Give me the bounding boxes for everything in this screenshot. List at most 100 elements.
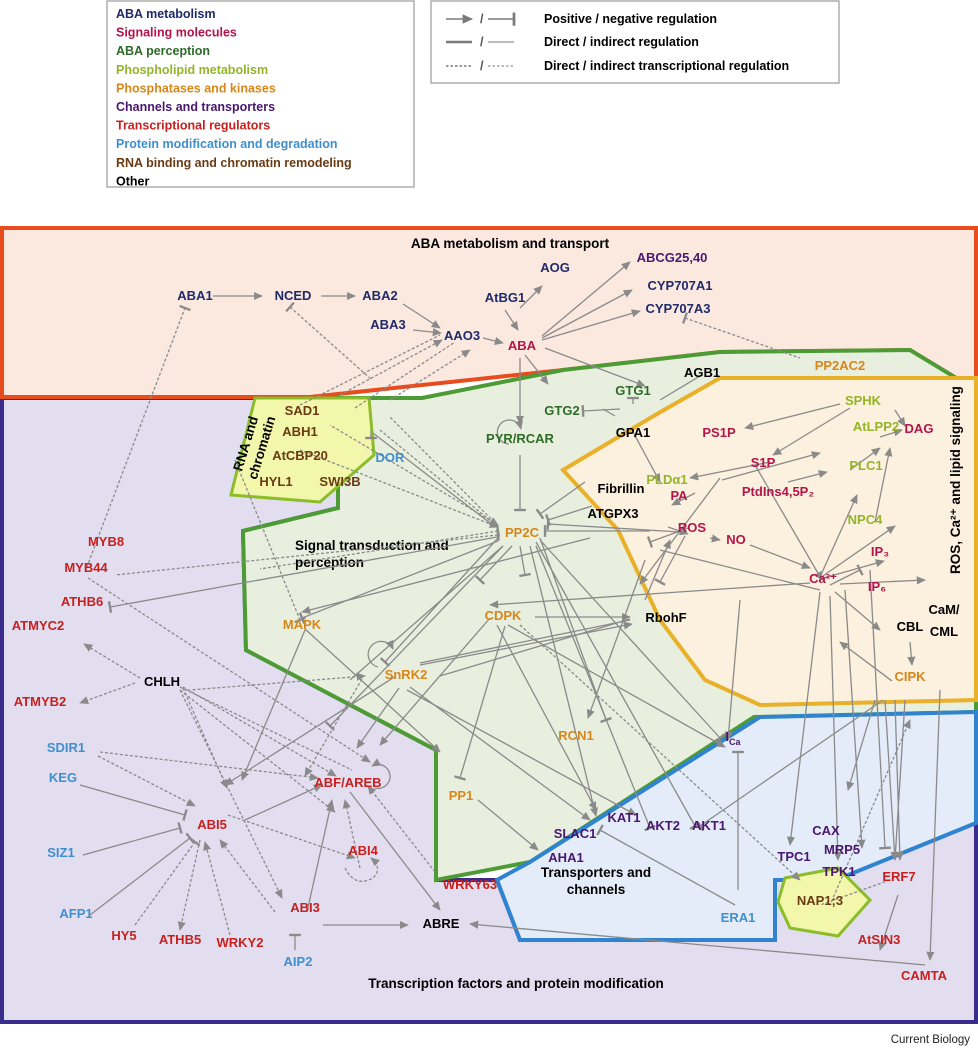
node-pp2c: PP2C [505, 525, 540, 540]
node-atlpp2: AtLPP2 [853, 419, 899, 434]
node-plda1: PLDα1 [646, 472, 687, 487]
node-gpa1: GPA1 [616, 425, 650, 440]
region-rna [229, 396, 376, 504]
node-abi3: ABI3 [290, 900, 320, 915]
node-hyl1: HYL1 [259, 474, 292, 489]
node-snrk2: SnRK2 [385, 667, 428, 682]
legend-item-channels: Channels and transporters [116, 100, 275, 114]
node-afp1: AFP1 [59, 906, 92, 921]
node-aba1: ABA1 [177, 288, 212, 303]
node-aba: ABA [508, 338, 537, 353]
node-npc4: NPC4 [848, 512, 883, 527]
node-atmyc2: ATMYC2 [12, 618, 64, 633]
node-cyp707a3: CYP707A3 [645, 301, 710, 316]
node-pp2ac2: PP2AC2 [815, 358, 866, 373]
node-camta: CAMTA [901, 968, 948, 983]
node-myb44: MYB44 [64, 560, 108, 575]
node-tpc1: TPC1 [777, 849, 810, 864]
node-atsin3: AtSIN3 [858, 932, 901, 947]
node-gtg2: GTG2 [544, 403, 579, 418]
legend-item-protein: Protein modification and degradation [116, 137, 338, 151]
node-abi4: ABI4 [348, 843, 378, 858]
node-gtg1: GTG1 [615, 383, 650, 398]
node-nced: NCED [275, 288, 312, 303]
node-ca: Ca²⁺ [809, 571, 837, 586]
node-no: NO [726, 532, 746, 547]
legend-line-separator: / [480, 59, 484, 73]
node-myb8: MYB8 [88, 534, 124, 549]
node-cax: CAX [812, 823, 840, 838]
node-athb6: ATHB6 [61, 594, 103, 609]
node-akt1: AKT1 [692, 818, 726, 833]
journal-credit: Current Biology [891, 1034, 971, 1046]
region-nap [776, 866, 873, 938]
region-label-signal-2: perception [295, 555, 364, 570]
legend-line-separator: / [480, 12, 484, 26]
node-nap13: NAP1;3 [797, 893, 843, 908]
node-slac1: SLAC1 [554, 826, 597, 841]
legend-item-transcription: Transcriptional regulators [116, 119, 270, 133]
legend-item-other: Other [116, 174, 149, 188]
legend-item-rna: RNA binding and chromatin remodeling [116, 156, 352, 170]
node-swi3b: SWI3B [319, 474, 360, 489]
region-label-transcription: Transcription factors and protein modifi… [368, 976, 664, 991]
node-cml: CML [930, 624, 958, 639]
node-sad1: SAD1 [285, 403, 320, 418]
node-abcg25: ABCG25,40 [637, 250, 708, 265]
node-aog: AOG [540, 260, 570, 275]
line-type-legend: / Positive / negative regulation / Direct /… [430, 0, 840, 84]
node-siz1: SIZ1 [47, 845, 74, 860]
node-aba3: ABA3 [370, 317, 405, 332]
region-label-signal-1: Signal transduction and [295, 538, 449, 553]
node-tpk1: TPK1 [822, 864, 855, 879]
legend-item-kinases: Phosphatases and kinases [116, 81, 276, 95]
region-label-transporters-1: Transporters and [541, 865, 651, 880]
node-pyr: PYR/RCAR [486, 431, 555, 446]
node-ps1p: PS1P [702, 425, 736, 440]
node-ip6: IP₆ [868, 579, 886, 594]
node-cbl: CBL [897, 619, 924, 634]
region-label-transporters-2: channels [567, 882, 626, 897]
legend-line-label: Positive / negative regulation [544, 12, 717, 26]
region-label-ros: ROS, Ca²⁺ and lipid signaling [948, 386, 963, 574]
node-akt2: AKT2 [646, 818, 680, 833]
node-atcbp20: AtCBP20 [272, 448, 328, 463]
region-label-metabolism: ABA metabolism and transport [411, 236, 610, 251]
node-pa: PA [670, 488, 688, 503]
legend-line-separator: / [480, 35, 484, 49]
node-fibrillin: Fibrillin [598, 481, 645, 496]
node-cam: CaM/ [928, 602, 959, 617]
node-hy5: HY5 [111, 928, 136, 943]
legend-line-label: Direct / indirect transcriptional regula… [544, 59, 789, 73]
node-ip3: IP₃ [871, 544, 889, 559]
node-plc1: PLC1 [849, 458, 882, 473]
node-aao3: AAO3 [444, 328, 480, 343]
node-atgpx3: ATGPX3 [587, 506, 638, 521]
node-era1: ERA1 [721, 910, 756, 925]
node-dag: DAG [905, 421, 934, 436]
legend-item-phospholipid: Phospholipid metabolism [116, 63, 268, 77]
legend-line-label: Direct / indirect regulation [544, 35, 699, 49]
node-rbohf: RbohF [645, 610, 686, 625]
node-cdpk: CDPK [485, 608, 522, 623]
legend-line-samples [446, 12, 516, 67]
node-ptdins: PtdIns4,5P₂ [742, 484, 814, 499]
node-atmyb2: ATMYB2 [14, 694, 66, 709]
node-aha1: AHA1 [548, 850, 583, 865]
node-mrp5: MRP5 [824, 842, 860, 857]
node-aip2: AIP2 [284, 954, 313, 969]
node-atbg1: AtBG1 [485, 290, 525, 305]
legend-item-signaling: Signaling molecules [116, 26, 237, 40]
legend-item-perception: ABA perception [116, 44, 210, 58]
node-wrky63: WRKY63 [443, 877, 497, 892]
node-abi5: ABI5 [197, 817, 227, 832]
node-rcn1: RCN1 [558, 728, 593, 743]
node-dor: DOR [376, 450, 406, 465]
node-abf: ABF/AREB [314, 775, 381, 790]
node-cipk: CIPK [894, 669, 926, 684]
node-abre: ABRE [423, 916, 460, 931]
node-sphk: SPHK [845, 393, 882, 408]
